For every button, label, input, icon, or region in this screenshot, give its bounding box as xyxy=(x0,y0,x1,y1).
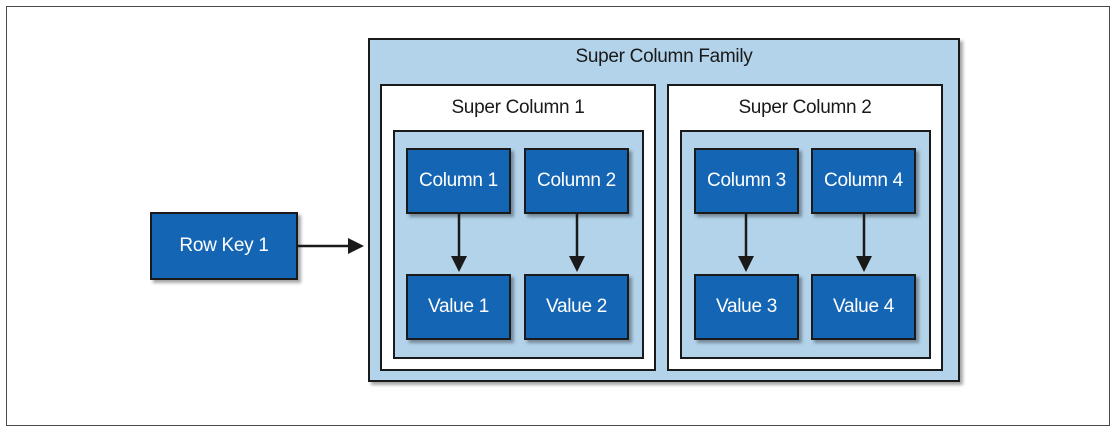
column-4-box: Column 4 xyxy=(811,148,916,214)
super-column-2-title: Super Column 2 xyxy=(738,97,872,118)
column-2-box: Column 2 xyxy=(524,148,629,214)
value-4-box: Value 4 xyxy=(811,274,916,340)
column-1-box: Column 1 xyxy=(406,148,511,214)
value-3-box: Value 3 xyxy=(694,274,799,340)
column-3-box: Column 3 xyxy=(694,148,799,214)
column-2-label: Column 2 xyxy=(537,170,616,191)
value-4-label: Value 4 xyxy=(833,296,894,317)
value-1-label: Value 1 xyxy=(428,296,489,317)
row-key-label: Row Key 1 xyxy=(179,235,269,256)
super-column-family-title: Super Column Family xyxy=(575,46,753,67)
super-column-1-title: Super Column 1 xyxy=(451,97,585,118)
column-4-label: Column 4 xyxy=(824,170,903,191)
value-2-label: Value 2 xyxy=(546,296,607,317)
value-1-box: Value 1 xyxy=(406,274,511,340)
row-key-box: Row Key 1 xyxy=(150,212,298,280)
value-2-box: Value 2 xyxy=(524,274,629,340)
value-3-label: Value 3 xyxy=(716,296,777,317)
column-3-label: Column 3 xyxy=(707,170,786,191)
column-1-label: Column 1 xyxy=(419,170,498,191)
